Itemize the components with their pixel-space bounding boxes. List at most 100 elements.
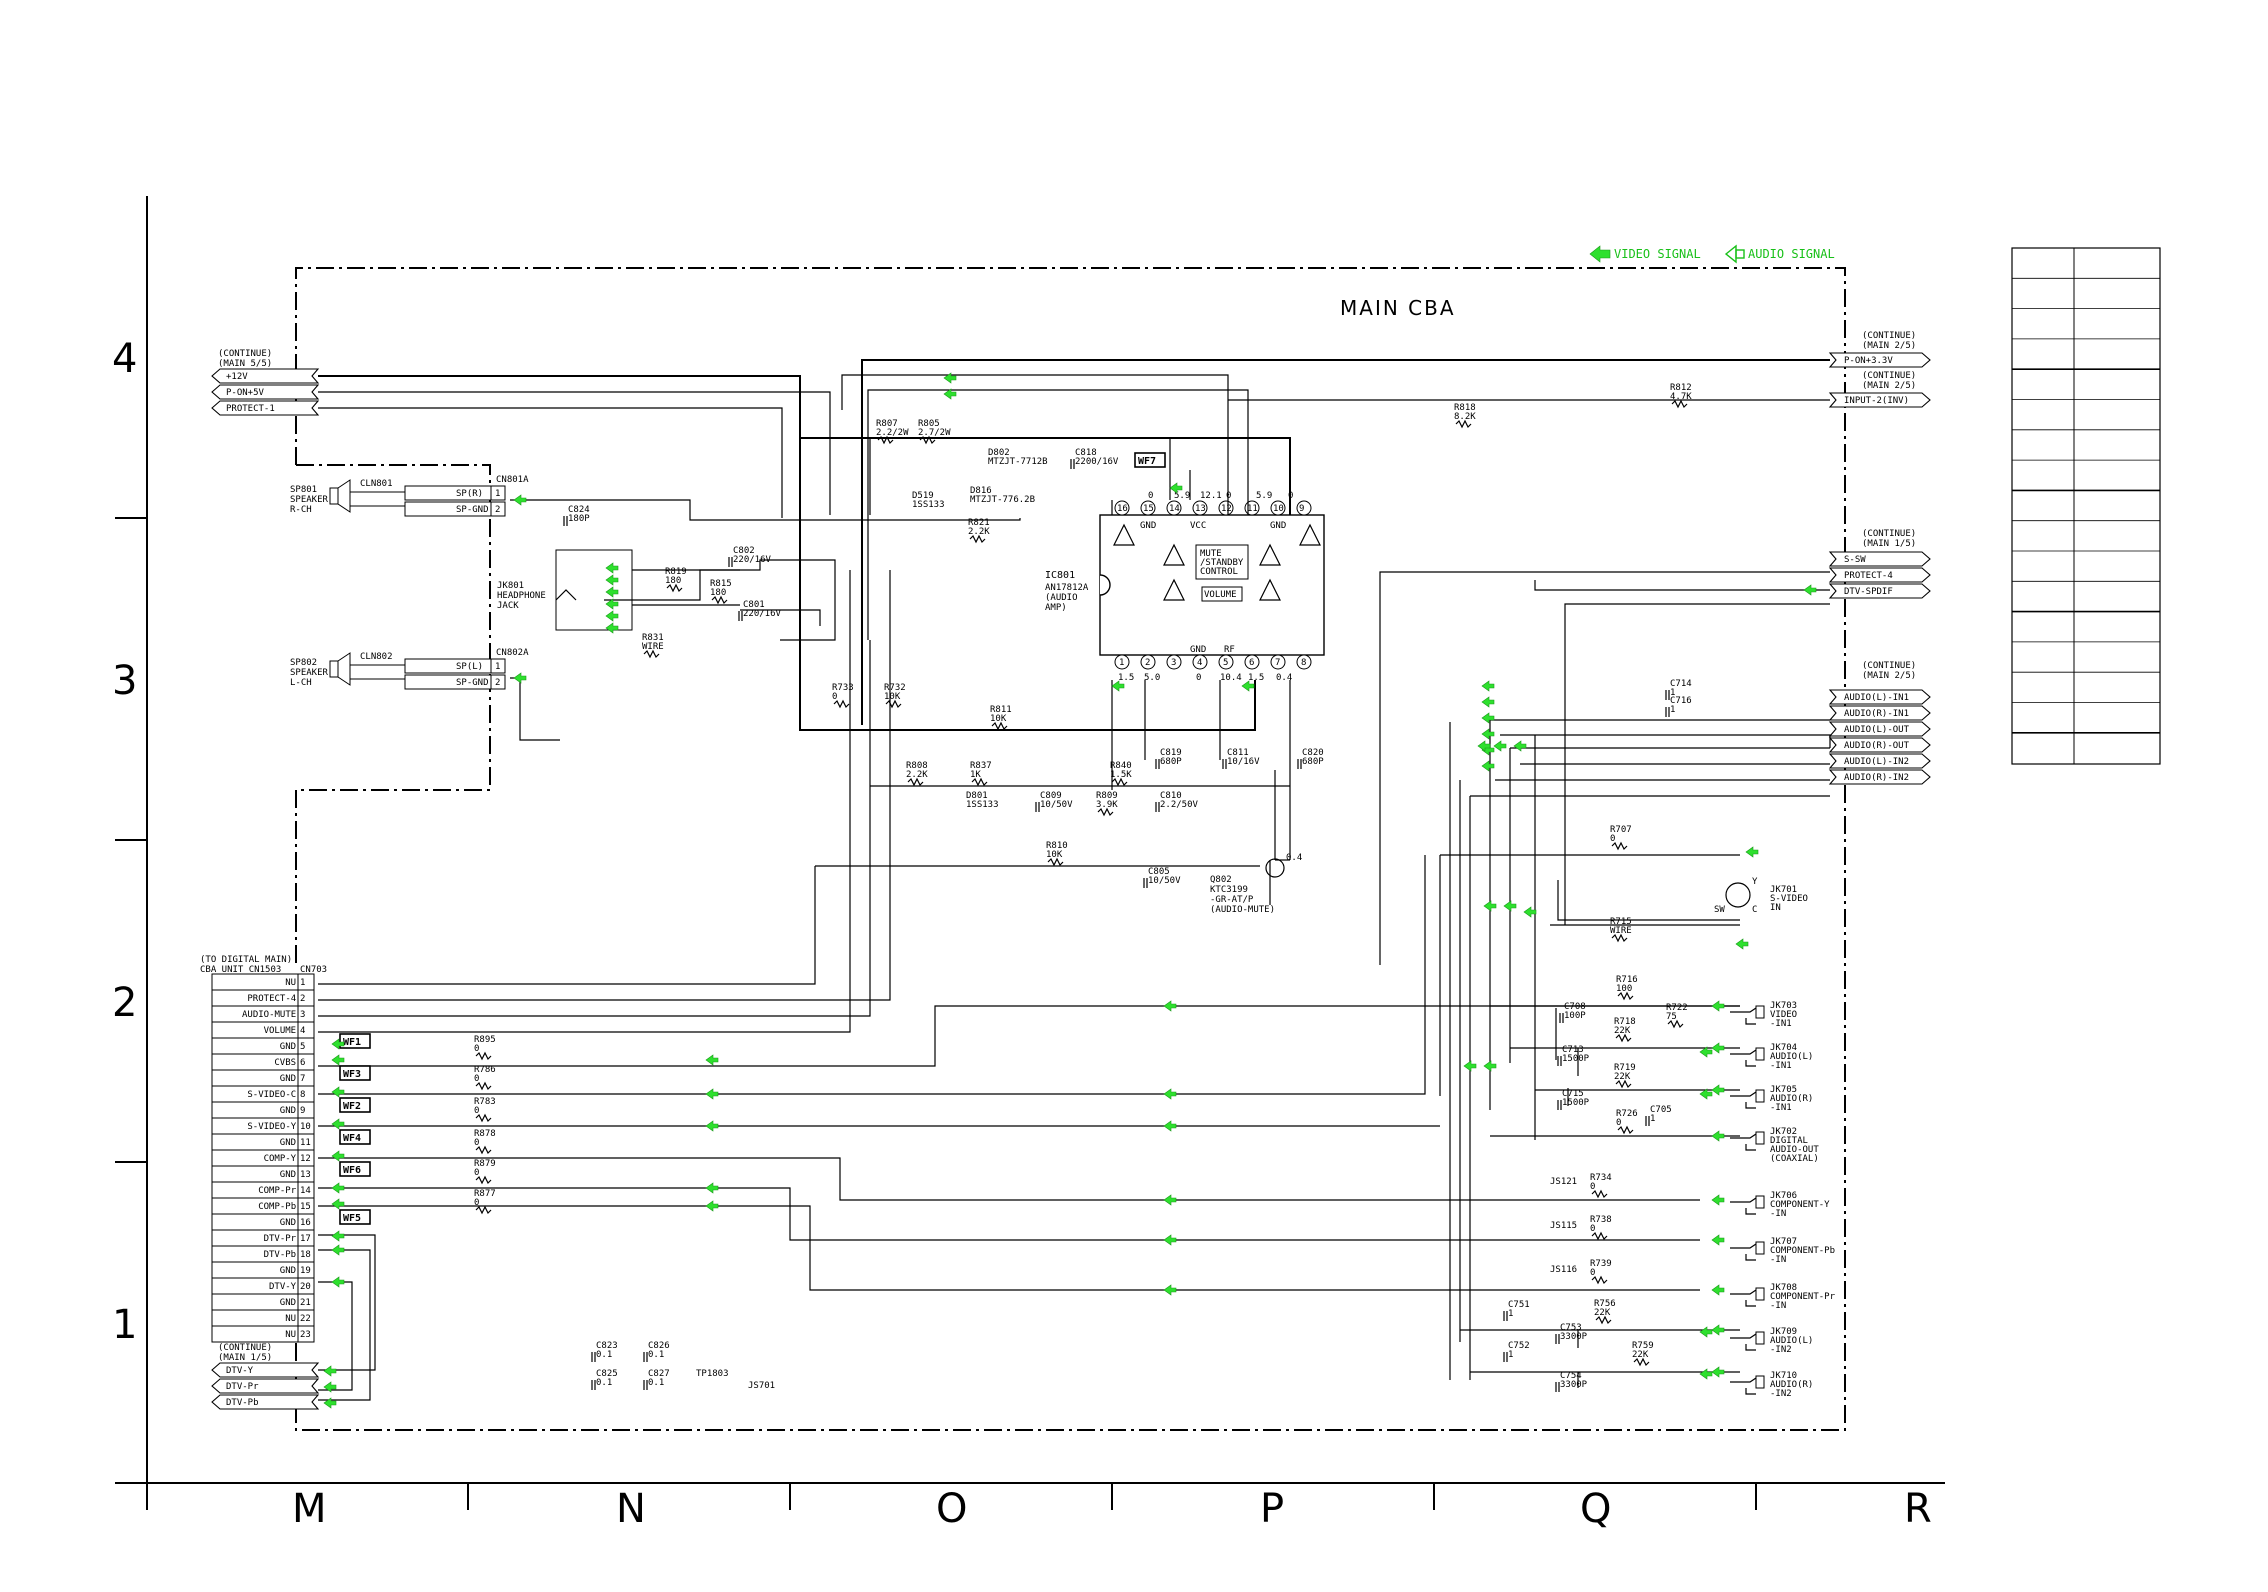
cn703-pin-num: 2	[300, 994, 305, 1004]
ic801-label: GND	[1190, 645, 1206, 655]
cn703-pin-name: COMP-Pr	[258, 1186, 297, 1196]
ic801-bottom-voltage: 1.5	[1248, 673, 1264, 683]
ic801-top-pin-num: 11	[1247, 504, 1258, 514]
cn703-pin-num: 16	[300, 1218, 311, 1228]
cn703-pin-num-box	[297, 1325, 315, 1343]
signal-arrow-icon	[1699, 1326, 1713, 1338]
cn703-pin-num: 19	[300, 1266, 311, 1276]
grid-row-2: 2	[112, 980, 137, 1026]
grid-column-labels: M N O P Q R	[292, 1486, 1932, 1532]
cn703-pin-num: 12	[300, 1154, 311, 1164]
ic801-bottom-voltage: 0.4	[1276, 673, 1292, 683]
grid-col-p: P	[1260, 1486, 1284, 1532]
tag-input-2-inv-label: INPUT-2(INV)	[1844, 396, 1909, 406]
component-value-r812: 4.7K	[1670, 392, 1692, 402]
signal-arrow-icon	[1477, 740, 1491, 752]
cn703-pin-name: NU	[285, 1314, 296, 1324]
component-ref-js115: JS115	[1550, 1221, 1577, 1231]
tag-audio-r-out-shape	[1828, 737, 1931, 753]
tag--12v-label: +12V	[226, 372, 248, 382]
jack-ground	[1745, 1254, 1756, 1261]
tag-s-sw-shape	[1828, 551, 1931, 567]
signal-arrow-icon	[705, 1182, 719, 1194]
grid-col-r: R	[1904, 1486, 1932, 1532]
component-value-r726: 0	[1616, 1118, 1621, 1128]
resistor-symbol	[885, 699, 902, 709]
ic801-top-pin	[1166, 500, 1182, 516]
signal-arrow-icon	[1483, 1060, 1497, 1072]
component-ref-c754: C754	[1560, 1371, 1582, 1381]
resistor-symbol	[907, 777, 924, 787]
speaker-pin-name: SP-GND	[456, 678, 489, 688]
resistor-symbol	[1615, 1079, 1632, 1089]
ic801-top-pin	[1218, 500, 1234, 516]
tag-dtv-y-label: DTV-Y	[226, 1366, 254, 1376]
component-ref-r759: R759	[1632, 1341, 1654, 1351]
jack-ground	[1745, 1344, 1756, 1351]
component-ref-r840: R840	[1110, 761, 1132, 771]
rca-jack-icon	[1755, 1287, 1765, 1301]
ic801-ref: IC801	[1045, 570, 1075, 581]
signal-arrow-icon	[1463, 1060, 1477, 1072]
component-ref-r807: R807	[876, 419, 898, 429]
cn703-pin-name: DTV-Y	[269, 1282, 297, 1292]
continue-note-main-1-5: (CONTINUE)(MAIN 1/5)	[1862, 529, 1916, 549]
component-ref-c823: C823	[596, 1341, 618, 1351]
component-value-r715: WIRE	[1610, 926, 1632, 936]
component-ref-c752: C752	[1508, 1341, 1530, 1351]
component-ref-r878: R878	[474, 1129, 496, 1139]
cn703-pin-name: COMP-Pb	[258, 1202, 296, 1212]
ic801-bottom-pin-num: 4	[1197, 658, 1202, 668]
component-value-c708: 100P	[1564, 1011, 1586, 1021]
signal-arrow-icon	[1481, 728, 1495, 740]
tag-audio-l-out: AUDIO(L)-OUT	[1828, 721, 1931, 737]
ic801-top-voltage: 12.1	[1200, 491, 1222, 501]
tag-audio-r-out: AUDIO(R)-OUT	[1828, 737, 1931, 753]
component-ref-r726: R726	[1616, 1109, 1638, 1119]
component-ref-c715: C715	[1562, 1089, 1584, 1099]
waveform-tag-wf1: WF1	[343, 1037, 361, 1048]
component-value-r821: 2.2K	[968, 527, 990, 537]
resistor-symbol	[475, 1113, 492, 1123]
tag-audio-l-out-shape	[1828, 721, 1931, 737]
cn703-pin-num: 13	[300, 1170, 311, 1180]
resistor-symbol	[1047, 857, 1064, 867]
component-ref-r821: R821	[968, 518, 990, 528]
resistor-symbol	[1611, 841, 1628, 851]
grid-col-m: M	[292, 1486, 327, 1532]
component-value-c824: 180P	[568, 514, 590, 524]
cn703-pin-name: CVBS	[274, 1058, 296, 1068]
component-value-r716: 100	[1616, 984, 1632, 994]
signal-arrow-icon	[943, 372, 957, 384]
grid-frame	[115, 196, 1945, 1510]
tag-audio-r-in2: AUDIO(R)-IN2	[1828, 769, 1931, 785]
jack-desc-jk708: COMPONENT-Pr-IN	[1770, 1292, 1836, 1311]
cn703-pin-num: 15	[300, 1202, 311, 1212]
resistor-symbol	[1633, 1357, 1650, 1367]
component-ref-r837: R837	[970, 761, 992, 771]
ic801-bottom-pin-num: 2	[1145, 658, 1150, 668]
resistor-symbol	[475, 1051, 492, 1061]
legend-video: VIDEO SIGNAL	[1614, 247, 1701, 261]
component-ref-r877: R877	[474, 1189, 496, 1199]
tag-p-on-3-3v-label: P-ON+3.3V	[1844, 356, 1893, 366]
cn703-pin-name: GND	[280, 1042, 296, 1052]
tag-dtv-pr-shape	[211, 1378, 320, 1394]
grid-row-4: 4	[112, 336, 137, 382]
jack-ground	[1745, 1208, 1756, 1215]
resistor-symbol	[1617, 1125, 1634, 1135]
component-value-r733: 0	[832, 692, 837, 702]
signal-arrow-icon	[1711, 1366, 1725, 1378]
component-value-r811: 10K	[990, 714, 1007, 724]
cn703-pin-num: 6	[300, 1058, 305, 1068]
ic801-bottom-pin-num: 5	[1223, 658, 1228, 668]
waveform-tag-wf7: WF7	[1138, 456, 1156, 467]
waveform-tag-wf2: WF2	[343, 1101, 361, 1112]
ic801-bottom-pin-num: 7	[1275, 658, 1280, 668]
tag-protect-4-label: PROTECT-4	[1844, 571, 1893, 581]
ic801-top-voltage: 0	[1226, 491, 1231, 501]
tag-protect-4-shape	[1828, 567, 1931, 583]
ic801-top-voltage: 0	[1148, 491, 1153, 501]
